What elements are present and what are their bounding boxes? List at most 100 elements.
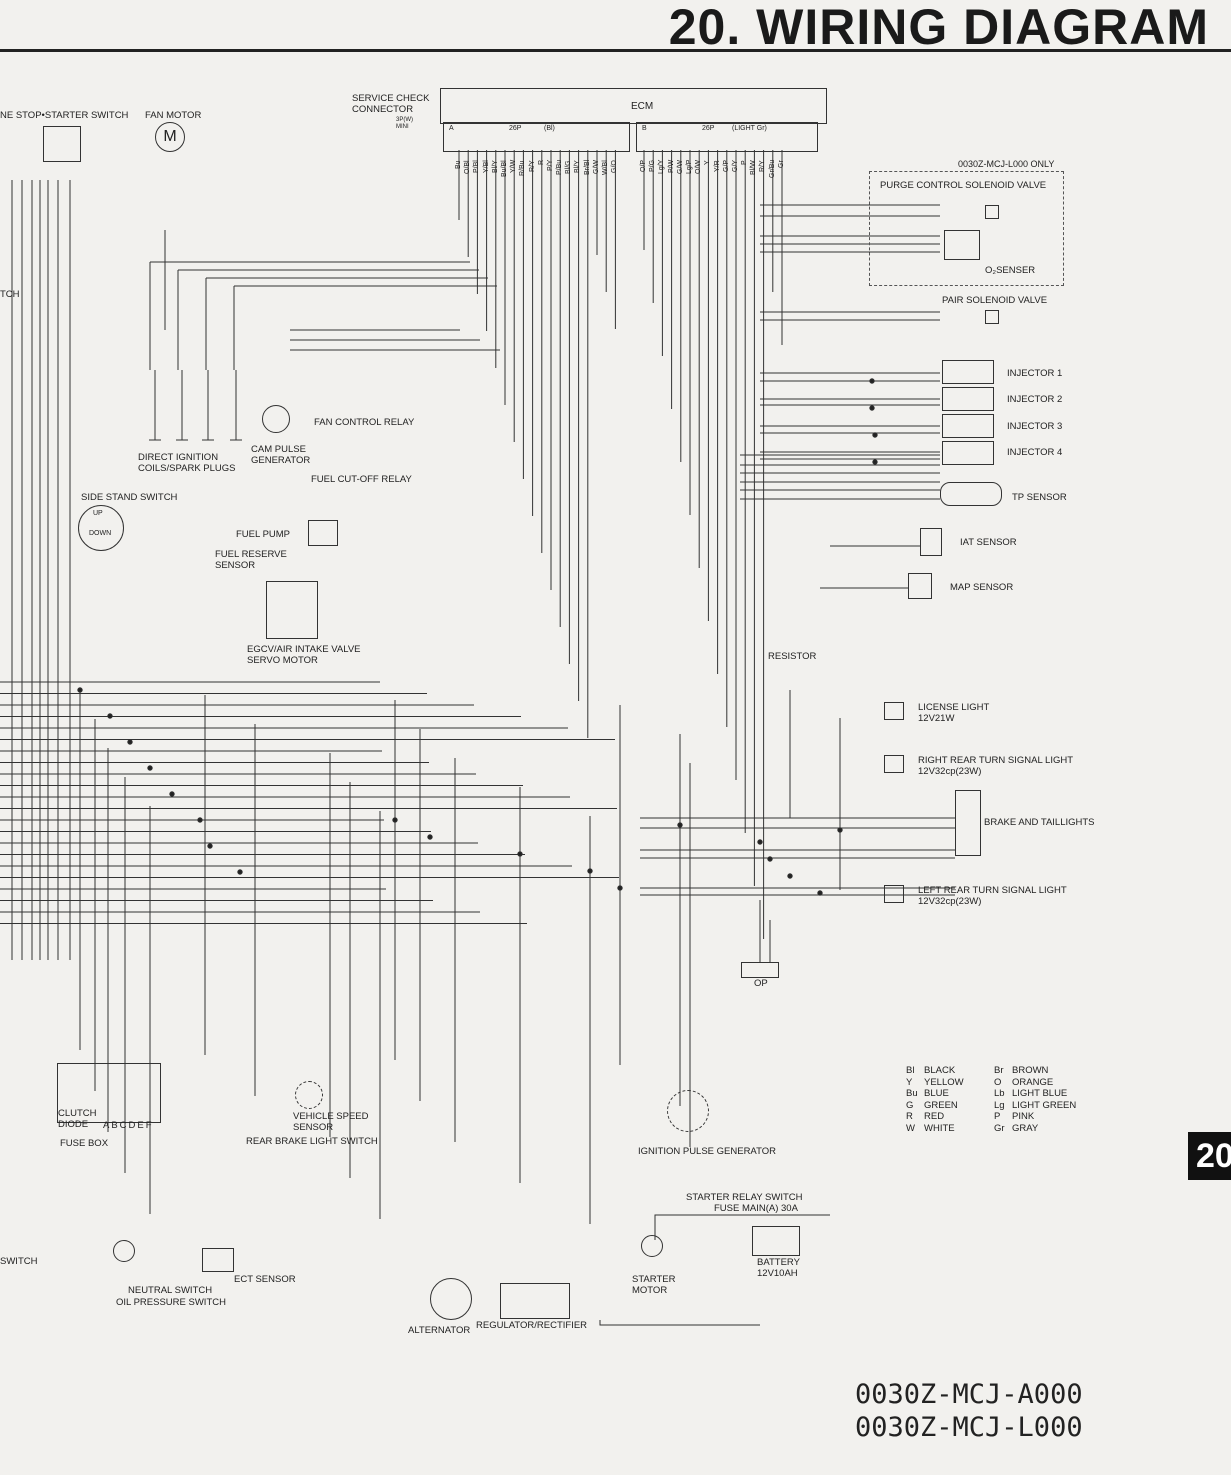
junction-dot	[872, 432, 878, 438]
ecm-wire-label: P/G	[649, 160, 657, 173]
ecm-wire-label: R	[537, 160, 545, 166]
model-code-l000: 0030Z-MCJ-L000	[855, 1412, 1083, 1443]
injector-2-body	[942, 387, 994, 411]
ecm-wire-label: P	[741, 160, 749, 165]
right-turn-label: RIGHT REAR TURN SIGNAL LIGHT	[918, 755, 1074, 766]
junction-dot	[427, 834, 433, 840]
alternator-icon	[430, 1278, 472, 1320]
junction-dot	[127, 739, 133, 745]
ecm-wire-label: Y/W	[510, 160, 518, 174]
junction-dot	[147, 765, 153, 771]
junction-dot	[197, 817, 203, 823]
junction-dot	[677, 822, 683, 828]
legend-code: Lg	[994, 1099, 1005, 1111]
junction-dot	[767, 856, 773, 862]
left-turn-label: LEFT REAR TURN SIGNAL LIGHT	[918, 885, 1067, 896]
egcv-label: EGCV/AIR INTAKE VALVE SERVO MOTOR	[247, 644, 361, 666]
conn-a-id: A	[449, 125, 454, 132]
brake-tail-label: BRAKE AND TAILLIGHTS	[984, 817, 1095, 828]
injector-2-label: INJECTOR 2	[1007, 394, 1063, 405]
right-turn-socket	[884, 755, 904, 773]
side-stand-up: UP	[93, 510, 103, 517]
ecm-block: ECM	[440, 88, 827, 124]
ignition-pulse-icon	[667, 1090, 709, 1132]
legend-code: W	[906, 1122, 915, 1134]
fuel-pump-body	[308, 520, 338, 546]
regulator-label: REGULATOR/RECTIFIER	[476, 1320, 588, 1331]
junction-dot	[817, 890, 823, 896]
model-code-a000: 0030Z-MCJ-A000	[855, 1379, 1083, 1410]
fuel-cutoff-relay-label: FUEL CUT-OFF RELAY	[311, 474, 412, 485]
legend-code: Gr	[994, 1122, 1005, 1134]
legend-name: YELLOW	[924, 1076, 964, 1088]
legend-name: GRAY	[1012, 1122, 1039, 1134]
ecm-wire-label: Gr/Bu	[768, 160, 776, 179]
ecm-wire-label: Bl/Y	[491, 160, 499, 173]
ecm-wire-label: G/W	[592, 160, 600, 174]
op-label: OP	[754, 978, 768, 989]
brake-taillight-body	[955, 790, 981, 856]
fan-motor-label: FAN MOTOR	[145, 110, 202, 121]
section-tab: 20	[1188, 1132, 1231, 1180]
ecm-wire-label: Br/Bl	[583, 160, 591, 176]
purge-control-label: PURGE CONTROL SOLENOID VALVE	[880, 180, 1047, 191]
junction-dot	[77, 687, 83, 693]
junction-dot	[617, 885, 623, 891]
wire	[654, 1214, 830, 1240]
fuse-box-body	[57, 1063, 161, 1123]
pair-valve-body	[985, 310, 999, 324]
ecm-wire-label: Y/R	[713, 160, 721, 172]
junction-dot	[517, 851, 523, 857]
ecm-wire-label: Y	[704, 160, 712, 165]
left-turn-socket	[884, 885, 904, 903]
wire	[599, 1320, 760, 1326]
legend-name: LIGHT BLUE	[1012, 1088, 1068, 1099]
rear-brake-switch-label: REAR BRAKE LIGHT SWITCH	[246, 1136, 378, 1147]
ecm-wire-label: P/Bu	[556, 160, 564, 176]
ecm-wire-label: P/W	[667, 160, 675, 174]
ecm-connector-b: B 26P (LIGHT Gr)	[636, 122, 818, 152]
ecm-wire-label: Y/Bl	[482, 160, 490, 173]
injector-1-label: INJECTOR 1	[1007, 368, 1063, 379]
l000-only-label: 0030Z-MCJ-L000 ONLY	[958, 159, 1055, 169]
model-codes: 0030Z-MCJ-A000 0030Z-MCJ-L000	[855, 1378, 1083, 1444]
license-light-label: LICENSE LIGHT	[918, 702, 990, 713]
page-title: 20. WIRING DIAGRAM	[668, 0, 1209, 55]
ecm-wire-label: R/Y	[528, 160, 536, 172]
cam-pulse-icon	[262, 405, 290, 433]
ecm-wire-label: G/P	[722, 160, 730, 173]
iat-sensor-body	[920, 528, 942, 556]
alternator-label: ALTERNATOR	[408, 1325, 471, 1336]
junction-dot	[169, 791, 175, 797]
junction-dot	[207, 843, 213, 849]
ecm-wire-label: R/Bu	[519, 160, 527, 176]
battery-icon	[752, 1226, 800, 1256]
o2-sensor-body	[944, 230, 980, 260]
purge-valve-body	[985, 205, 999, 219]
injector-4-label: INJECTOR 4	[1007, 447, 1063, 458]
ecm-wire-label: O/W	[695, 160, 703, 174]
junction-dot	[587, 868, 593, 874]
l000-only-region	[869, 171, 1064, 286]
legend-code: Lb	[994, 1088, 1005, 1099]
ecm-wire-label: P/Bl	[473, 160, 481, 173]
legend-name: ORANGE	[1012, 1076, 1054, 1088]
license-light-rating: 12V21W	[918, 713, 955, 724]
ecm-wire-label: Lg/P	[685, 160, 693, 175]
injector-1-body	[942, 360, 994, 384]
clutch-diode-label: CLUTCH DIODE	[58, 1108, 97, 1130]
side-stand-label: SIDE STAND SWITCH	[81, 492, 178, 503]
legend-name: RED	[924, 1111, 945, 1122]
legend-name: LIGHT GREEN	[1012, 1099, 1077, 1111]
battery-rating: 12V10AH	[757, 1268, 798, 1279]
fan-control-relay-label: FAN CONTROL RELAY	[314, 417, 415, 428]
conn-b-type: 26P	[702, 125, 715, 132]
ecm-wire-label: Bu	[455, 160, 462, 169]
cam-pulse-label: CAM PULSE GENERATOR	[251, 444, 311, 466]
injector-3-label: INJECTOR 3	[1007, 421, 1063, 432]
tp-sensor-label: TP SENSOR	[1012, 492, 1067, 503]
injector-4-body	[942, 441, 994, 465]
legend-name: GREEN	[924, 1099, 958, 1111]
